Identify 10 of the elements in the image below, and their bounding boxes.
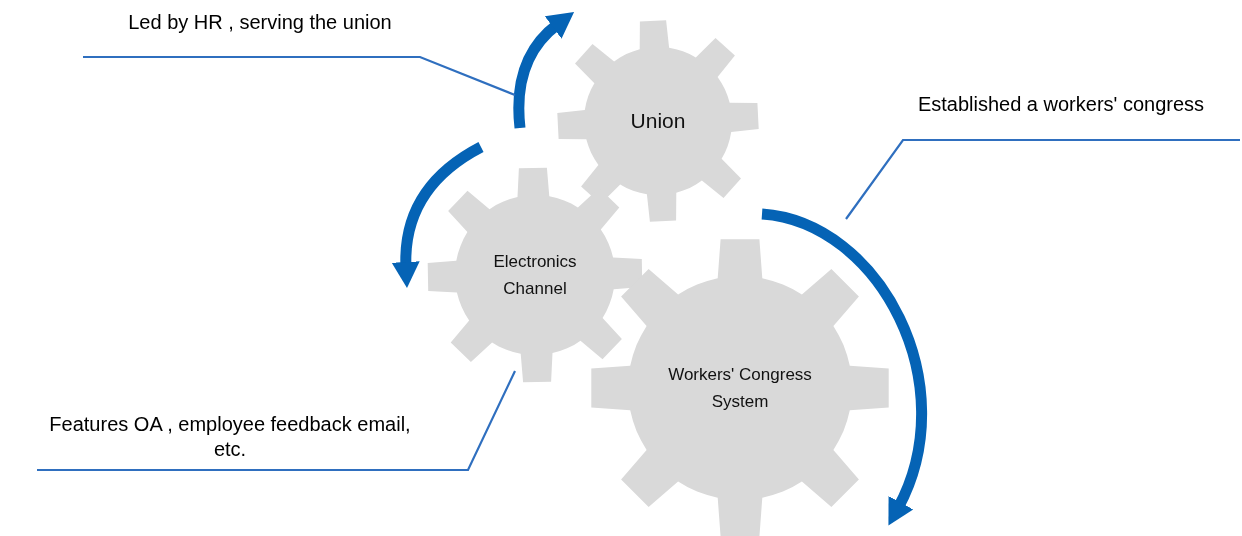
leader-line: [37, 370, 516, 472]
callout-text: Established a workers' congress: [917, 92, 1205, 117]
gear-label: Workers' Congress System: [667, 363, 813, 413]
leader-line: [83, 55, 516, 97]
gear-label: Union: [629, 108, 687, 135]
gear-label: Electronics Channel: [492, 250, 578, 300]
leader-line: [845, 138, 1240, 220]
callout-text: Led by HR , serving the union: [128, 10, 392, 35]
rotation-direction-arrow: [513, 11, 574, 129]
callout-text: Features OA , employee feedback email, etc.: [48, 412, 412, 462]
